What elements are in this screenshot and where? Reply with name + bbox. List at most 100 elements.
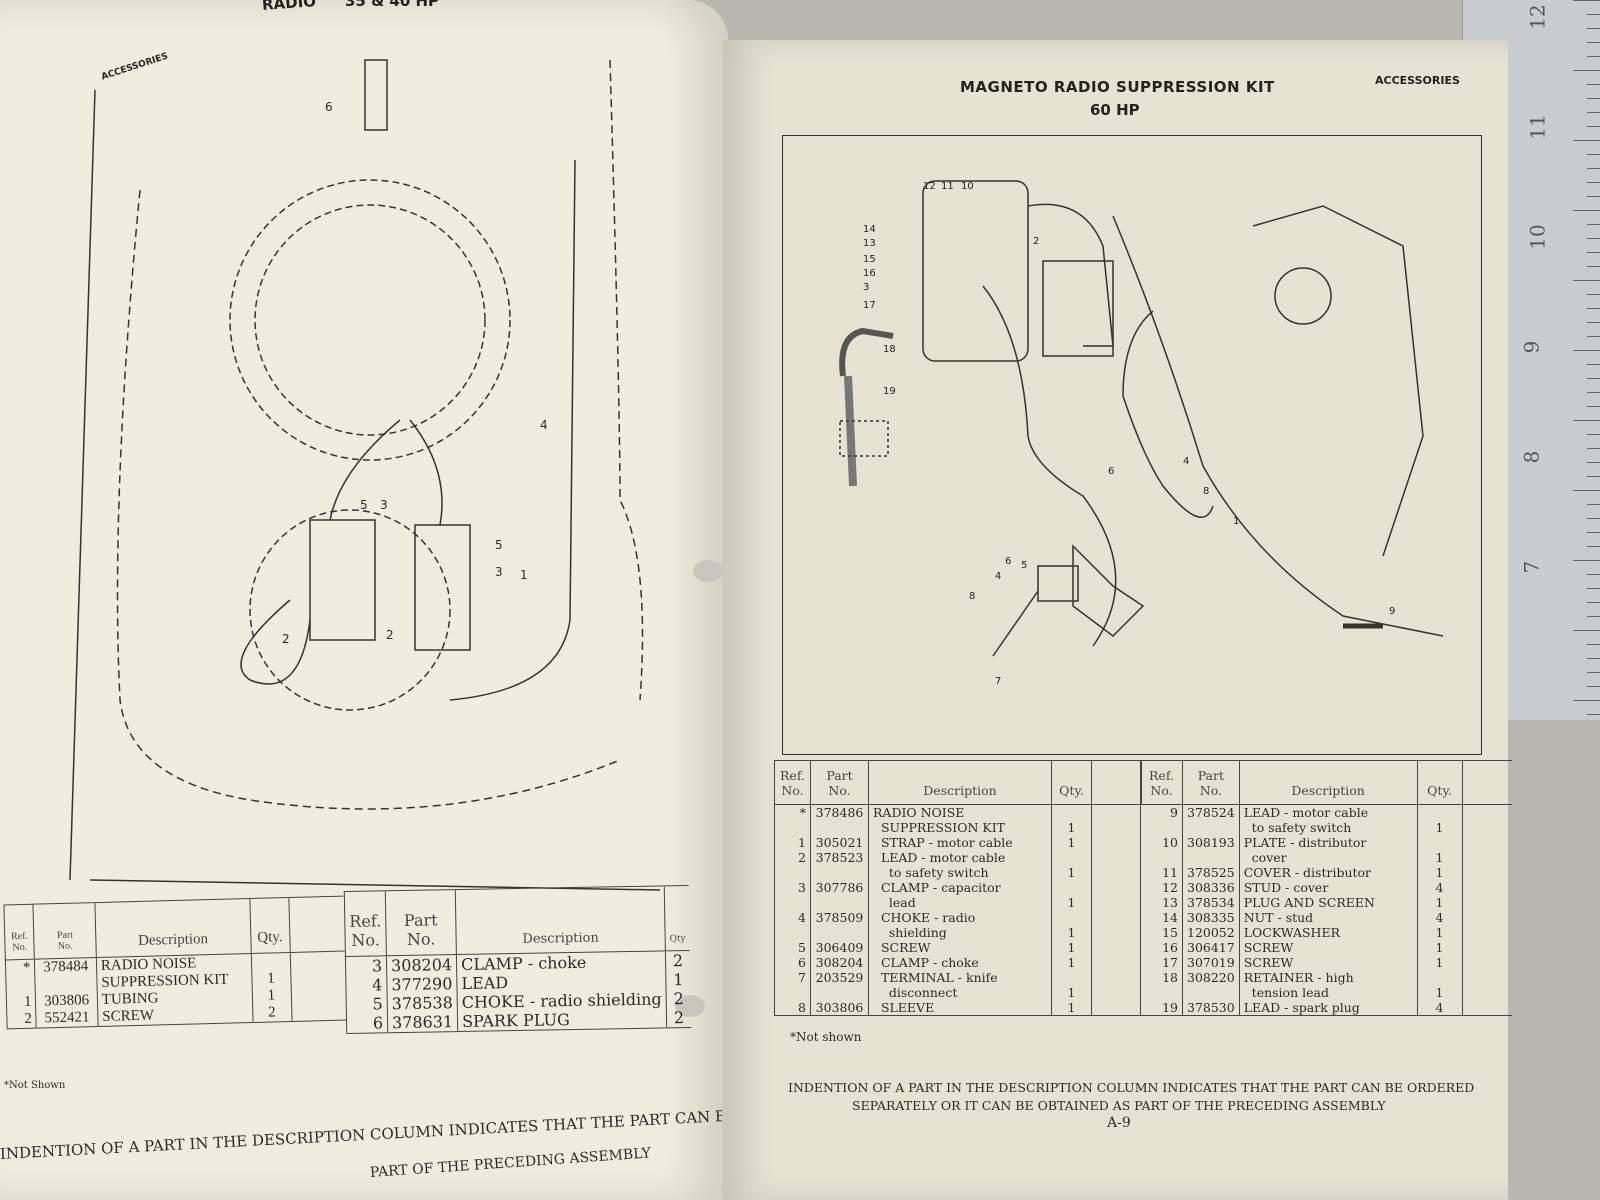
cell-desc: CLAMP - capacitor (868, 880, 1052, 895)
cell-desc: SCREW (1238, 940, 1417, 955)
callout-label: 2 (386, 628, 394, 642)
cell-blank (1461, 880, 1512, 895)
cell-ref: 3 (774, 880, 811, 895)
callout-label: 13 (863, 238, 876, 249)
callout-label: 2 (282, 632, 290, 646)
cell-blank (1461, 970, 1512, 985)
cell-desc: CLAMP - choke (868, 955, 1052, 970)
callout-label: 6 (1005, 556, 1012, 567)
cell-desc: to safety switch (868, 865, 1052, 880)
cell-desc: SCREW (97, 1004, 253, 1027)
left-footer-line1: INDENTION OF A PART IN THE DESCRIPTION C… (0, 1101, 823, 1163)
cell-part: 378534 (1182, 895, 1240, 910)
cell-qty: 1 (1051, 820, 1092, 835)
cell-part: 308220 (1182, 970, 1240, 985)
callout-label: 3 (863, 282, 870, 293)
cell-qty (1416, 835, 1462, 850)
page-title: MAGNETO RADIO SUPPRESSION KIT (960, 78, 1275, 96)
cell-ref: 3 (345, 955, 387, 977)
cell-ref: 5 (774, 940, 811, 955)
cell-ref (774, 820, 811, 835)
cell-qty: 1 (1416, 985, 1462, 1000)
callout-label: 14 (863, 224, 876, 235)
callout-label: 4 (995, 571, 1002, 582)
cell-blank (1091, 880, 1142, 895)
cell-blank (1091, 835, 1142, 850)
cell-part: 378538 (387, 993, 458, 1014)
cell-desc: RETAINER - high (1238, 970, 1417, 985)
footer-line2: SEPARATELY OR IT CAN BE OBTAINED AS PART… (852, 1098, 1386, 1113)
footer-line1: INDENTION OF A PART IN THE DESCRIPTION C… (788, 1080, 1475, 1095)
cell-part: 303806 (810, 1000, 869, 1016)
cell-ref (1140, 850, 1183, 865)
callout-label: 15 (863, 254, 876, 265)
cell-ref: 2 (6, 1010, 37, 1029)
cell-ref (5, 976, 36, 995)
cell-ref (1140, 985, 1183, 1000)
callout-label: 10 (961, 181, 974, 192)
cell-part (1182, 820, 1240, 835)
cell-desc: LEAD - motor cable (868, 850, 1052, 865)
cell-part (810, 985, 869, 1000)
cell-blank (1461, 865, 1512, 880)
cell-ref: 17 (1140, 955, 1183, 970)
left-wiring-diagram (69, 59, 661, 891)
cell-desc: tension lead (1238, 985, 1417, 1000)
cell-desc: LEAD - motor cable (1238, 804, 1417, 820)
callout-label: 19 (883, 386, 896, 397)
cell-blank (1091, 820, 1142, 835)
ruler-mark: 8 (1519, 450, 1544, 464)
callout-label: 6 (1108, 466, 1115, 477)
cell-part: 307786 (810, 880, 869, 895)
cell-blank (1461, 925, 1512, 940)
left-page-subtitle: 35 & 40 HP (345, 0, 440, 10)
cell-blank (1461, 820, 1512, 835)
callout-label: 16 (863, 268, 876, 279)
cell-part (810, 820, 869, 835)
cell-qty: 1 (1051, 1000, 1092, 1016)
cell-qty: 4 (1416, 880, 1462, 895)
cell-qty: 1 (665, 969, 691, 990)
cell-ref: 2 (774, 850, 811, 865)
page-number: A-9 (1107, 1115, 1131, 1131)
cell-desc: SPARK PLUG (457, 1008, 667, 1032)
cell-part: 378523 (810, 850, 869, 865)
cell-ref: 14 (1140, 910, 1183, 925)
cell-ref: 1 (774, 835, 811, 850)
cell-blank (1461, 940, 1512, 955)
left-footnote: *Not Shown (4, 1080, 66, 1091)
cell-ref: 5 (346, 994, 388, 1014)
callout-label: 9 (1389, 606, 1396, 617)
cell-ref: 15 (1140, 925, 1183, 940)
cell-ref: 11 (1140, 865, 1183, 880)
callout-label: 5 (495, 538, 503, 552)
cell-desc: TERMINAL - knife (868, 970, 1052, 985)
cell-blank (1461, 850, 1512, 865)
cell-qty: 2 (665, 988, 691, 1009)
cell-qty (1051, 910, 1092, 925)
cell-desc: STUD - cover (1238, 880, 1417, 895)
callout-label: 8 (1203, 486, 1210, 497)
cell-qty: 1 (1051, 985, 1092, 1000)
cell-ref (774, 895, 811, 910)
cell-blank (290, 968, 346, 987)
cell-part: 308193 (1182, 835, 1240, 850)
callout-label: 17 (863, 300, 876, 311)
cell-part: 377290 (386, 974, 458, 995)
callout-label: 5 (1021, 560, 1028, 571)
cell-part: 303806 (35, 992, 98, 1011)
cell-ref: 6 (346, 1013, 388, 1034)
